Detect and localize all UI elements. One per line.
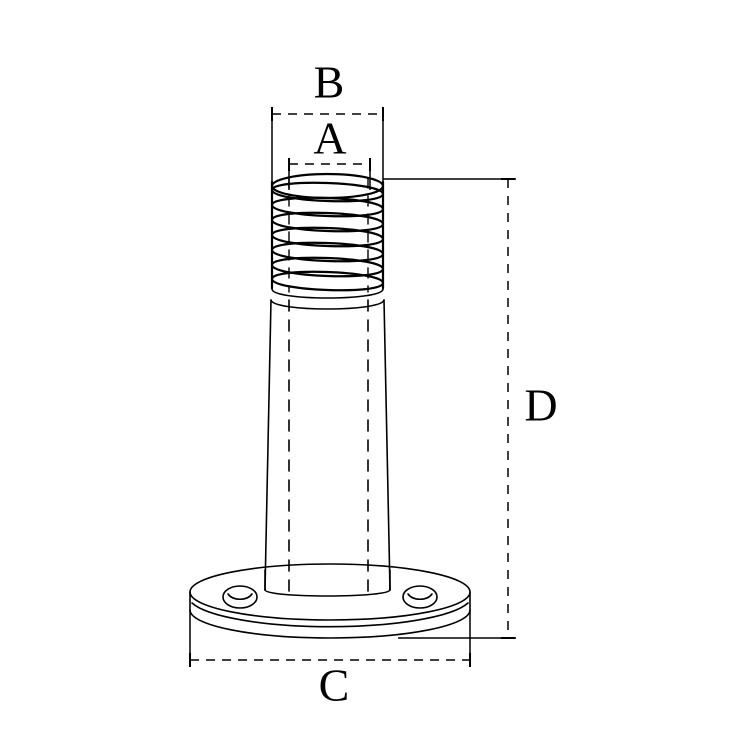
dimension-c bbox=[189, 610, 471, 667]
flange-bottom-edge bbox=[189, 609, 471, 639]
thread-helix bbox=[270, 172, 385, 292]
shaft-body bbox=[264, 288, 391, 591]
dimension-label-c: C bbox=[319, 660, 350, 711]
base-flange bbox=[189, 563, 471, 639]
mounting-hole-left-countersink bbox=[227, 593, 253, 601]
mounting-holes bbox=[222, 585, 438, 609]
flange-top-face bbox=[189, 563, 471, 621]
dimension-b bbox=[271, 107, 384, 190]
dimension-label-b: B bbox=[314, 57, 345, 108]
mounting-hole-right[interactable] bbox=[402, 585, 438, 609]
shaft-flange-junction bbox=[264, 569, 391, 597]
shaft-shoulder-lower bbox=[270, 299, 385, 310]
bore-hidden-lines bbox=[288, 299, 369, 593]
dimension-label-a: A bbox=[313, 113, 346, 164]
shaft-right-edge bbox=[383, 299, 391, 591]
shaft-base-fillet bbox=[264, 589, 391, 597]
dimension-d bbox=[383, 178, 516, 639]
shaft-left-edge bbox=[264, 299, 272, 591]
mounting-hole-right-countersink bbox=[407, 593, 433, 601]
thread-turn-6 bbox=[270, 256, 385, 278]
shaft-shoulder-upper bbox=[271, 288, 384, 299]
dimension-annotations bbox=[189, 107, 516, 667]
thread-turn-7 bbox=[270, 270, 385, 292]
dimension-labels: B A D C bbox=[313, 57, 557, 711]
part-outline bbox=[189, 172, 471, 639]
dimension-label-d: D bbox=[524, 380, 557, 431]
dimension-a bbox=[288, 158, 371, 190]
flange-bottom-chamfer bbox=[191, 602, 469, 628]
mounting-hole-left[interactable] bbox=[222, 585, 258, 609]
